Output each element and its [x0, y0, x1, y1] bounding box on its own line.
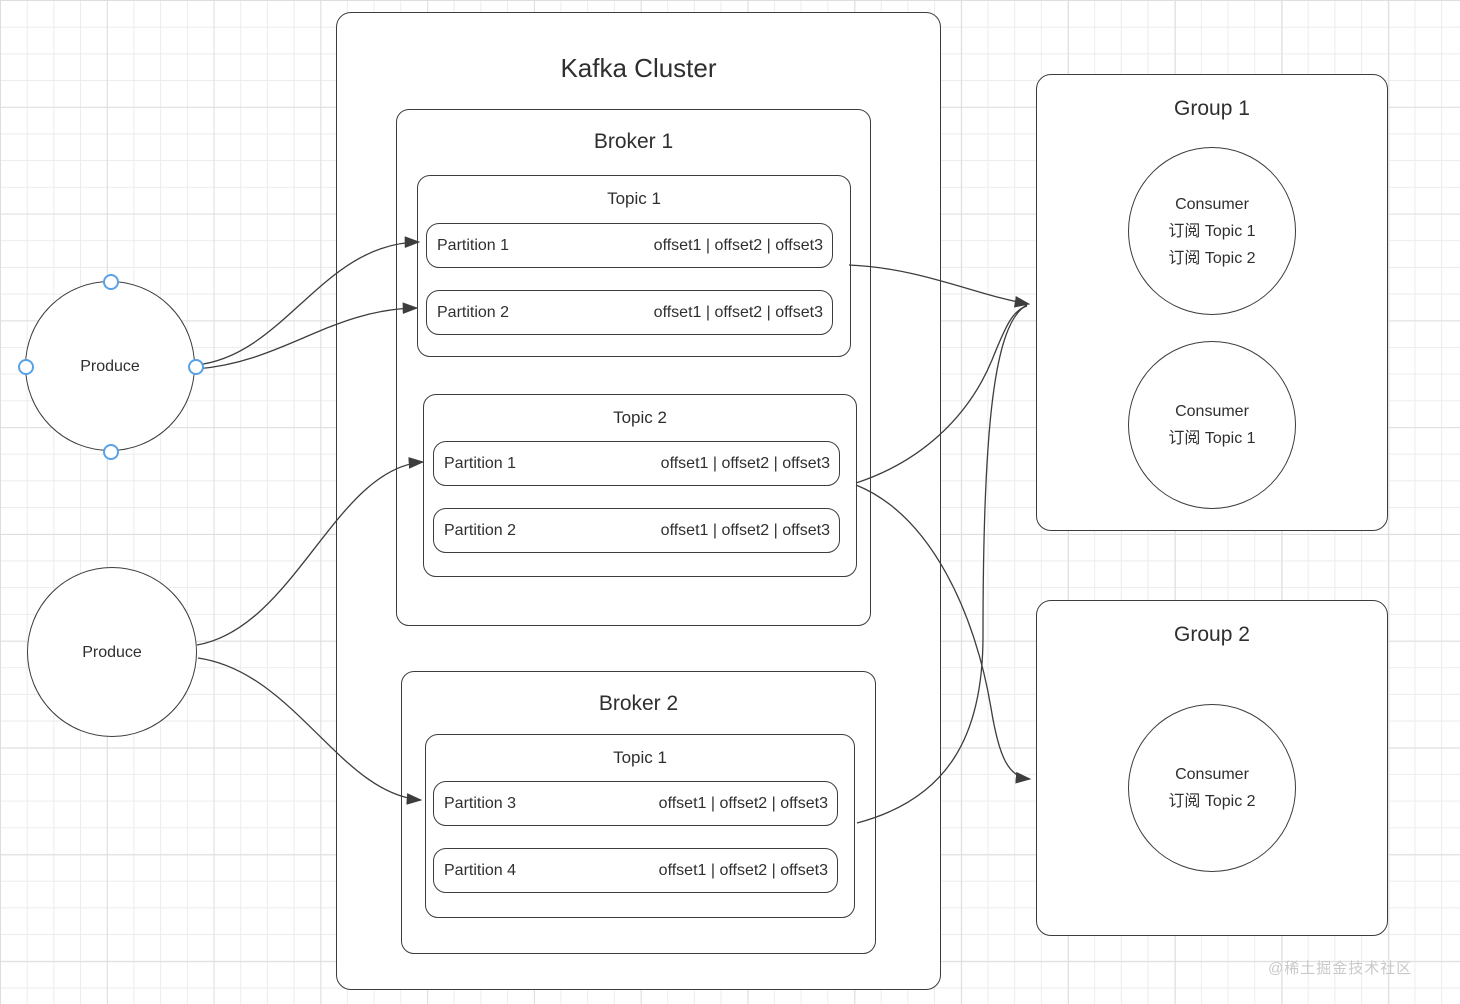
broker-2-title: Broker 2 [598, 692, 679, 715]
topic-title: Topic 1 [607, 189, 661, 208]
consumer-line: 订阅 Topic 2 [1168, 249, 1256, 267]
producer-label: Produce [82, 643, 142, 661]
connection-handle-top[interactable] [103, 274, 119, 290]
group-2-box[interactable]: Group 2 Consumer 订阅 Topic 2 [1036, 600, 1388, 936]
offsets-label: offset1 | offset2 | offset3 [653, 236, 823, 254]
partition-label: Partition 1 [444, 454, 517, 472]
group-2-title: Group 2 [1174, 623, 1250, 646]
partition-row-b2t1p3[interactable]: Partition 3 offset1 | offset2 | offset3 [433, 781, 838, 826]
connector-producer2-to-b1t2-partition1[interactable] [196, 457, 425, 646]
topic-title: Topic 1 [613, 748, 667, 767]
offsets-label: offset1 | offset2 | offset3 [660, 454, 830, 472]
consumer-line: 订阅 Topic 1 [1168, 222, 1256, 240]
producer-1-shape[interactable]: Produce [18, 274, 204, 460]
connection-handle-left[interactable] [18, 359, 34, 375]
broker-2-box[interactable]: Broker 2 Topic 1 Partition 3 offset1 | o… [401, 671, 876, 954]
group-1-title: Group 1 [1174, 97, 1250, 120]
partition-row-b2t1p4[interactable]: Partition 4 offset1 | offset2 | offset3 [433, 848, 838, 893]
consumer-line: 订阅 Topic 1 [1168, 430, 1256, 447]
offsets-label: offset1 | offset2 | offset3 [660, 521, 830, 539]
watermark-text: @稀土掘金技术社区 [1268, 960, 1413, 977]
partition-label: Partition 3 [444, 794, 517, 812]
partition-label: Partition 2 [437, 303, 510, 321]
consumer-line: Consumer [1175, 195, 1249, 213]
consumer-line: Consumer [1175, 403, 1249, 420]
consumer-shape-g2c1[interactable]: Consumer 订阅 Topic 2 [1128, 704, 1296, 872]
partition-label: Partition 2 [444, 521, 517, 539]
kafka-cluster-box[interactable]: Kafka Cluster Broker 1 Topic 1 Partition… [336, 12, 941, 990]
offsets-label: offset1 | offset2 | offset3 [658, 794, 828, 812]
producer-label: Produce [80, 357, 140, 375]
topic-title: Topic 2 [613, 408, 667, 427]
connector-producer1-to-b1t1-partition1[interactable] [195, 236, 421, 366]
connection-handle-right[interactable] [188, 359, 204, 375]
partition-row-b1t2p2[interactable]: Partition 2 offset1 | offset2 | offset3 [433, 508, 840, 553]
partition-row-b1t1p1[interactable]: Partition 1 offset1 | offset2 | offset3 [426, 223, 833, 268]
connector-producer2-to-b2t1-partition3[interactable] [197, 657, 423, 805]
offsets-label: offset1 | offset2 | offset3 [653, 303, 823, 321]
partition-row-b1t2p1[interactable]: Partition 1 offset1 | offset2 | offset3 [433, 441, 840, 486]
broker1-topic1-box[interactable]: Topic 1 Partition 1 offset1 | offset2 | … [417, 175, 851, 357]
offsets-label: offset1 | offset2 | offset3 [658, 861, 828, 879]
broker-1-title: Broker 1 [593, 130, 674, 153]
connector-b2topic1-to-group1[interactable] [856, 304, 1028, 824]
partition-row-b1t1p2[interactable]: Partition 2 offset1 | offset2 | offset3 [426, 290, 833, 335]
kafka-cluster-title: Kafka Cluster [560, 53, 717, 83]
connector-producer1-to-b1t1-partition2[interactable] [195, 302, 419, 370]
broker1-topic2-box[interactable]: Topic 2 Partition 1 offset1 | offset2 | … [423, 394, 857, 577]
partition-label: Partition 1 [437, 236, 510, 254]
consumer-line: Consumer [1175, 766, 1249, 783]
partition-label: Partition 4 [444, 861, 517, 879]
connection-handle-bottom[interactable] [103, 444, 119, 460]
broker-1-box[interactable]: Broker 1 Topic 1 Partition 1 offset1 | o… [396, 109, 871, 626]
group-1-box[interactable]: Group 1 Consumer 订阅 Topic 1 订阅 Topic 2 C… [1036, 74, 1388, 531]
producer-2-shape[interactable]: Produce [27, 567, 197, 737]
consumer-shape-g1c2[interactable]: Consumer 订阅 Topic 1 [1128, 341, 1296, 509]
connector-b1topic2-to-group1[interactable] [855, 305, 1028, 484]
consumer-line: 订阅 Topic 2 [1168, 793, 1256, 810]
connector-b1topic1-to-group1[interactable] [848, 264, 1031, 308]
connector-b1topic2-to-group2[interactable] [855, 484, 1032, 784]
broker2-topic1-box[interactable]: Topic 1 Partition 3 offset1 | offset2 | … [425, 734, 855, 918]
consumer-shape-g1c1[interactable]: Consumer 订阅 Topic 1 订阅 Topic 2 [1128, 147, 1296, 315]
